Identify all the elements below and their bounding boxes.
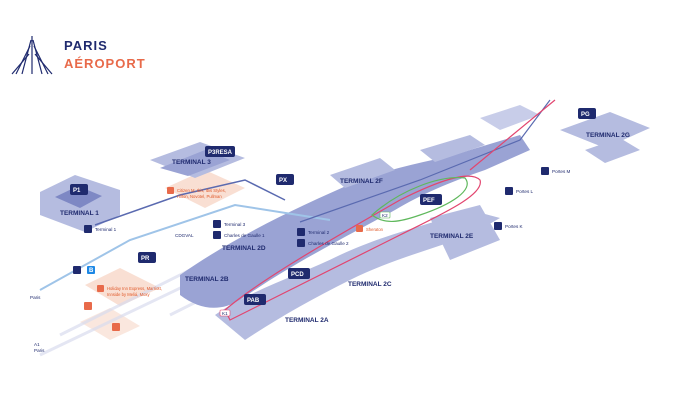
terminal-1-building [40, 175, 120, 232]
svg-text:PCD: PCD [291, 272, 304, 278]
rail-lines [39, 99, 556, 321]
svg-text:K1: K1 [222, 311, 228, 316]
a1-paris-label: Paris [34, 348, 45, 353]
parking-pab[interactable]: PAB [244, 294, 266, 305]
terminal-2g-label[interactable]: TERMINAL 2G [586, 132, 630, 139]
brand-line1: PARIS [64, 38, 108, 53]
svg-text:Citizen M, Ibis, Ibis Styles,: Citizen M, Ibis, Ibis Styles, [177, 188, 226, 193]
parking-p1[interactable]: P1 [70, 184, 88, 195]
station-cdg-1[interactable]: Charles de Gaulle 1 [213, 231, 265, 239]
svg-text:Terminal 2: Terminal 2 [308, 230, 330, 235]
terminal-2a-label[interactable]: TERMINAL 2A [285, 317, 329, 324]
svg-text:Portes K: Portes K [505, 224, 524, 229]
parking-pg[interactable]: PG [578, 108, 596, 119]
terminal-1-label[interactable]: TERMINAL 1 [60, 210, 99, 217]
svg-text:PG: PG [581, 112, 590, 118]
hotel-icon [356, 225, 363, 232]
svg-text:Hilton, Novotel, Pullman: Hilton, Novotel, Pullman [177, 194, 222, 199]
svg-text:K2: K2 [382, 213, 388, 218]
svg-text:Portes M: Portes M [552, 169, 571, 174]
svg-text:P1: P1 [73, 188, 81, 194]
station-terminal-2[interactable]: Terminal 2 [297, 228, 330, 236]
station-terminal-1[interactable]: Terminal 1 [84, 225, 117, 233]
terminal-2g-building [480, 105, 650, 163]
svg-text:PAB: PAB [247, 298, 260, 304]
hotel-zone-2 [85, 268, 160, 306]
svg-text:PEF: PEF [423, 198, 435, 204]
parking-px[interactable]: PX [276, 174, 294, 185]
eiffel-logo-icon [11, 36, 53, 75]
parking-pr[interactable]: PR [138, 252, 156, 263]
hotel-icon [167, 187, 174, 194]
hotel-icon [97, 285, 104, 292]
parking-pef[interactable]: PEF [420, 194, 442, 205]
terminal-2-complex [180, 135, 530, 340]
terminal-2e-label[interactable]: TERMINAL 2E [430, 233, 474, 240]
hotel-group-2[interactable]: Holiday Inn Express, Marriott, Innside b… [97, 285, 162, 297]
paris-aeroport-logo[interactable]: PARIS AÉROPORT [10, 34, 145, 84]
paris-route-label: Paris [30, 295, 41, 300]
station-portes-k[interactable]: Portes K [494, 222, 524, 230]
station-cdg-2[interactable]: Charles de Gaulle 2 [297, 239, 349, 247]
svg-text:Innside by Meliá, Moxy: Innside by Meliá, Moxy [107, 292, 150, 297]
rer-badge[interactable]: B [73, 266, 95, 274]
svg-text:P3RESA: P3RESA [208, 150, 233, 156]
svg-text:Terminal 1: Terminal 1 [95, 227, 117, 232]
terminal-2c-label[interactable]: TERMINAL 2C [348, 281, 392, 288]
svg-text:PR: PR [141, 256, 150, 262]
svg-text:Terminal 3: Terminal 3 [224, 222, 246, 227]
a1-label: A1 [34, 342, 40, 347]
parking-p3resa[interactable]: P3RESA [205, 146, 235, 157]
terminal-2d-label[interactable]: TERMINAL 2D [222, 245, 266, 252]
k2-badge: K2 [379, 211, 391, 219]
brand-line2: AÉROPORT [64, 56, 146, 71]
station-portes-m[interactable]: Portes M [541, 167, 571, 175]
svg-text:Portes L: Portes L [516, 189, 534, 194]
terminal-2b-label[interactable]: TERMINAL 2B [185, 276, 229, 283]
svg-text:PX: PX [279, 178, 287, 184]
svg-text:Charles de Gaulle 1: Charles de Gaulle 1 [224, 233, 265, 238]
svg-text:Charles de Gaulle 2: Charles de Gaulle 2 [308, 241, 349, 246]
station-terminal-3[interactable]: Terminal 3 [213, 220, 246, 228]
cdgval-label: CDGVAL [175, 233, 194, 238]
terminal-2f-label[interactable]: TERMINAL 2F [340, 178, 383, 185]
svg-text:Holiday Inn Express, Marriott,: Holiday Inn Express, Marriott, [107, 286, 162, 291]
hotel-sheraton[interactable]: Sheraton [356, 225, 384, 232]
parking-pcd[interactable]: PCD [288, 268, 310, 279]
hotel-icon-b[interactable] [112, 323, 120, 331]
svg-text:B: B [89, 268, 94, 274]
svg-text:Sheraton: Sheraton [366, 227, 384, 232]
k1-badge: K1 [219, 309, 231, 317]
hotel-group-1[interactable]: Citizen M, Ibis, Ibis Styles, Hilton, No… [167, 187, 226, 199]
hotel-icon-a[interactable] [84, 302, 92, 310]
terminal-3-label[interactable]: TERMINAL 3 [172, 159, 211, 166]
station-portes-l[interactable]: Portes L [505, 187, 534, 195]
